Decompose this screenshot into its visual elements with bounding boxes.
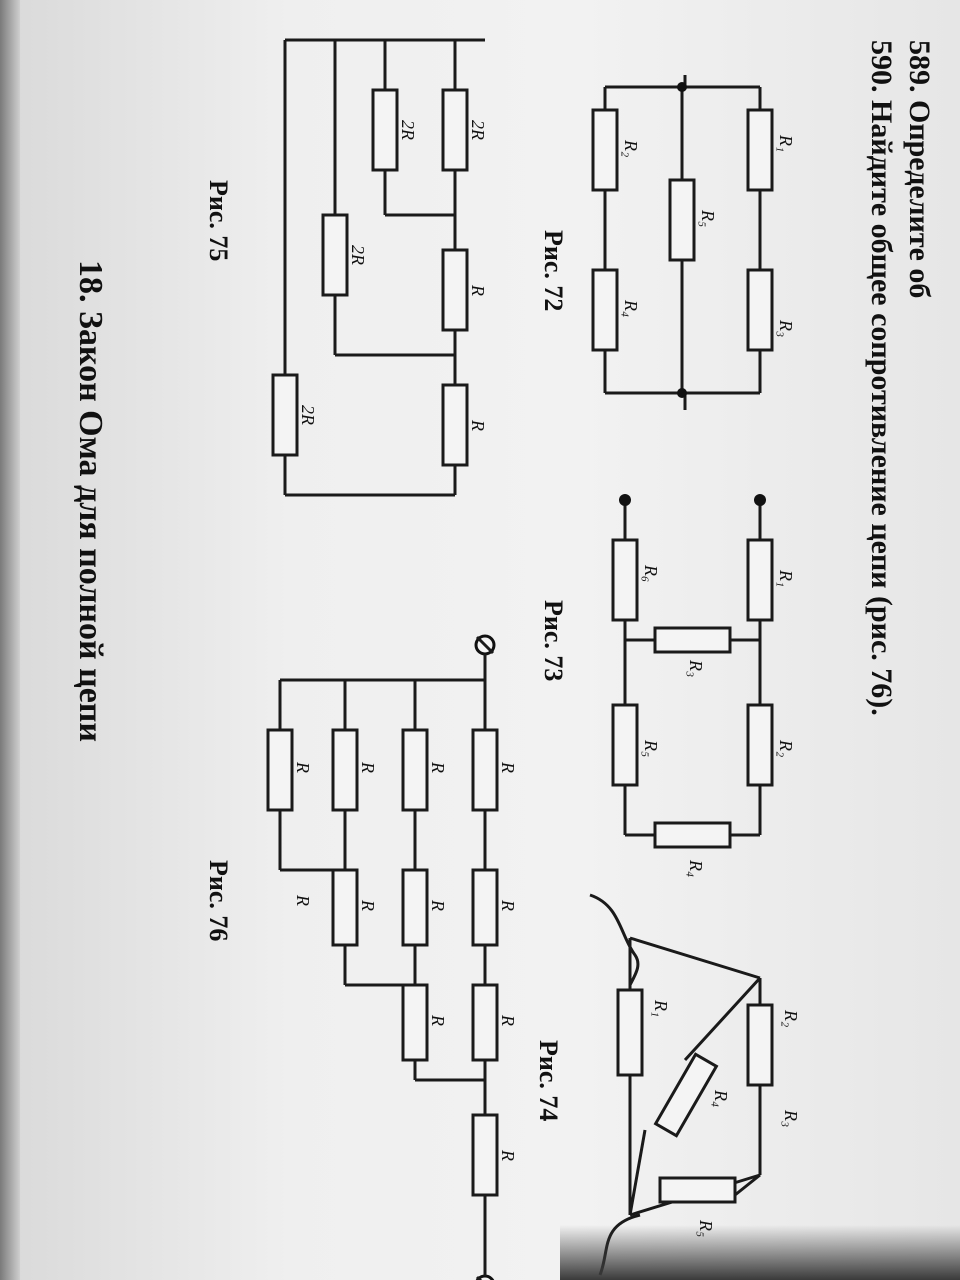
- fig75-label-2r-mid: 2R: [398, 120, 418, 140]
- problem-590: 590. Найдите общее сопротивление цепи (р…: [865, 40, 898, 716]
- fig73-label-r5: R₅: [641, 739, 661, 757]
- problem-589: 589. Определите об: [903, 40, 936, 298]
- fig74-label-r3: R₃: [781, 1109, 801, 1127]
- fig74-label-r2: R₂: [781, 1009, 801, 1027]
- fig72-caption: Рис. 72: [539, 230, 568, 311]
- fig73-caption: Рис. 73: [539, 600, 568, 681]
- section-title: 18. Закон Ома для полной цепи: [72, 260, 109, 742]
- fig72-label-r2: R₂: [621, 139, 641, 157]
- fig76-label-r8: R: [358, 761, 378, 773]
- fig76-label-r1: R: [498, 761, 518, 773]
- fig75-label-r-b: R: [468, 419, 488, 431]
- fig72-label-r4: R₄: [621, 299, 641, 317]
- fig75-label-2r-top: 2R: [468, 120, 488, 140]
- fig73-label-r2: R₂: [776, 739, 796, 757]
- figure-73-circuit: [611, 494, 774, 849]
- fig74-caption: Рис. 74: [534, 1040, 563, 1121]
- fig75-label-r-a: R: [468, 284, 488, 296]
- fig72-label-r1: R₁: [776, 134, 796, 152]
- page-bottom-shadow: [560, 1225, 960, 1280]
- fig73-label-r6: R₆: [641, 564, 661, 582]
- fig76-caption: Рис. 76: [204, 860, 233, 941]
- fig76-label-r2: R: [498, 899, 518, 911]
- fig76-label-r4: R: [498, 1149, 518, 1161]
- fig74-label-r4: R₄: [711, 1089, 731, 1107]
- fig76-label-r9: R: [358, 899, 378, 911]
- figure-75-circuit: [271, 38, 485, 497]
- fig76-label-r6: R: [428, 899, 448, 911]
- figure-72-circuit: [591, 75, 774, 410]
- fig73-label-r3: R₃: [686, 659, 706, 677]
- fig75-label-2r-c: 2R: [348, 245, 368, 265]
- fig75-caption: Рис. 75: [204, 180, 233, 261]
- fig73-label-r1: R₁: [776, 569, 796, 587]
- fig75-label-2r-d: 2R: [298, 405, 318, 425]
- figure-74-circuit: [589, 893, 774, 1276]
- fig73-label-r4: R₄: [686, 859, 706, 877]
- fig74-label-r1: R₁: [651, 999, 671, 1017]
- fig76-label-r5: R: [428, 761, 448, 773]
- fig72-label-r5: R₅: [698, 209, 718, 227]
- fig72-label-r3: R₃: [776, 319, 796, 337]
- fig76-label-r7: R: [428, 1014, 448, 1026]
- fig76-label-r3: R: [498, 1014, 518, 1026]
- fig76-label-r11: R: [293, 894, 313, 906]
- figure-76-circuit: [266, 634, 499, 1280]
- page-left-edge: [0, 0, 20, 1280]
- fig76-label-r10: R: [293, 761, 313, 773]
